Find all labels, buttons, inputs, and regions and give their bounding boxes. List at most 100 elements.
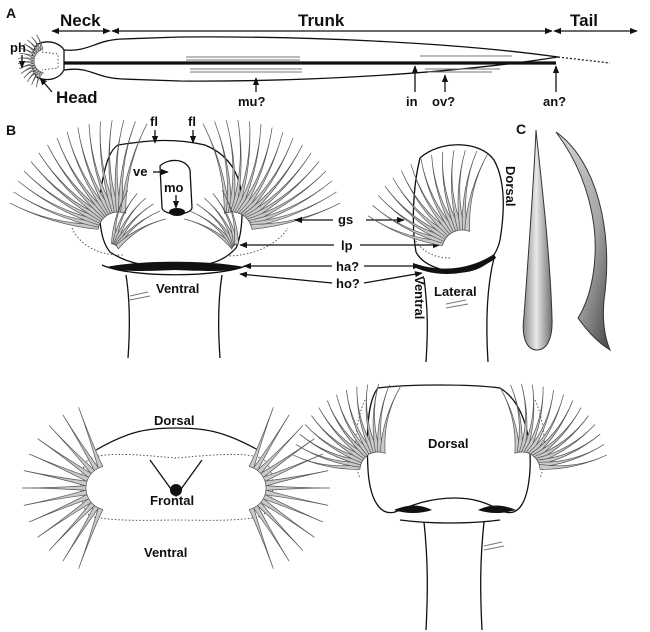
grasping-spine	[232, 121, 251, 214]
grasping-spine	[240, 137, 294, 218]
front-inner-spines-right	[184, 189, 239, 250]
dorsal-spines-right	[499, 383, 607, 470]
label-in: in	[406, 94, 418, 109]
front-spines-left	[9, 120, 148, 230]
grasping-spine	[56, 137, 110, 218]
grasping-spine	[518, 383, 528, 453]
grasping-spine	[221, 189, 239, 246]
grasping-spine	[299, 433, 364, 466]
grasping-spine	[531, 407, 582, 460]
grasping-spine	[304, 424, 365, 464]
head-spines	[18, 34, 44, 88]
region-neck: Neck	[60, 11, 101, 30]
grasping-spine	[246, 170, 327, 224]
grasping-spine	[248, 407, 274, 469]
label-ventral-frontal: Ventral	[144, 545, 187, 560]
grasping-spine	[510, 384, 523, 453]
dorsal-spines-left	[293, 383, 401, 470]
grasping-spine	[114, 120, 125, 213]
lateral-spines	[367, 149, 489, 246]
grasping-spine	[17, 180, 102, 226]
front-inner-spines-left	[111, 189, 166, 250]
grasping-spine	[523, 386, 544, 454]
grasping-spine	[431, 154, 459, 233]
grasping-spine	[535, 424, 596, 464]
grasping-spine	[184, 218, 235, 250]
label-mu: mu?	[238, 94, 266, 109]
grasping-spine	[78, 507, 104, 569]
region-tail: Tail	[570, 11, 598, 30]
grasping-spine	[37, 438, 92, 478]
front-view	[71, 139, 289, 359]
label-an: an?	[543, 94, 566, 109]
grasping-spine	[23, 66, 38, 79]
label-lateral: Lateral	[434, 284, 477, 299]
grasping-spine	[253, 504, 290, 562]
grasping-spine	[249, 191, 337, 228]
grasping-spine	[250, 202, 341, 230]
label-lp: lp	[341, 238, 353, 253]
grasping-spine	[521, 384, 535, 453]
panel-b-label: B	[6, 122, 16, 138]
grasping-spine	[248, 180, 333, 226]
grasping-spine	[18, 62, 36, 70]
grasping-spine	[262, 453, 324, 482]
grasping-spine	[21, 485, 87, 491]
panel-a-label: A	[6, 5, 16, 21]
label-ve: ve	[133, 164, 147, 179]
grasping-spine	[189, 210, 236, 249]
body-outline	[63, 36, 611, 82]
grasping-spine	[410, 163, 455, 235]
grasping-spine	[346, 389, 375, 455]
grasping-spine	[77, 127, 114, 215]
region-trunk: Trunk	[298, 11, 345, 30]
grasping-spine	[88, 123, 116, 214]
spine-straight	[522, 129, 553, 351]
label-ventral-front: Ventral	[156, 281, 199, 296]
grasping-spine	[336, 394, 373, 456]
grasping-spine	[367, 215, 445, 246]
arrow-ho-right	[363, 271, 423, 284]
grasping-spine	[20, 64, 37, 74]
grasping-spine	[111, 189, 129, 246]
grasping-spine	[120, 123, 148, 214]
grasping-spine	[256, 425, 304, 475]
panel-c-label: C	[516, 121, 526, 137]
grasping-spine	[28, 453, 90, 482]
grasping-spine	[19, 52, 36, 60]
grasping-spine	[295, 444, 363, 468]
label-ventral-lateral: Ventral	[412, 276, 427, 319]
grasping-spine	[527, 394, 564, 456]
grasping-spine	[36, 71, 44, 88]
grasping-spine	[533, 415, 589, 462]
grasping-spine	[23, 43, 38, 56]
grasping-spine	[27, 39, 40, 54]
grasping-spine	[377, 384, 390, 453]
grasping-spine	[264, 489, 329, 506]
grasping-spine	[108, 120, 121, 213]
grasping-spine	[99, 121, 118, 214]
grasping-spine	[356, 386, 377, 454]
label-ov: ov?	[432, 94, 455, 109]
frontal-spines	[21, 407, 331, 569]
grasping-spine	[499, 386, 521, 454]
grasping-spine	[450, 150, 464, 231]
grasping-spine	[18, 57, 35, 62]
grasping-spine	[372, 205, 446, 244]
grasping-spine	[457, 149, 466, 231]
label-head: Head	[56, 88, 98, 107]
label-fl-left: fl	[150, 114, 158, 129]
grasping-spine	[420, 158, 457, 234]
arrow-head	[39, 77, 53, 93]
grasping-spine	[260, 498, 315, 538]
grasping-spine	[253, 414, 290, 472]
grasping-spine	[31, 70, 42, 86]
label-dorsal-lateral: Dorsal	[503, 166, 518, 206]
grasping-spine	[262, 494, 324, 523]
grasping-spine	[9, 202, 100, 230]
arrow-ho-left	[239, 271, 333, 284]
grasping-spine	[538, 454, 607, 470]
grasping-spine	[115, 218, 166, 250]
grasping-spine	[241, 144, 303, 219]
